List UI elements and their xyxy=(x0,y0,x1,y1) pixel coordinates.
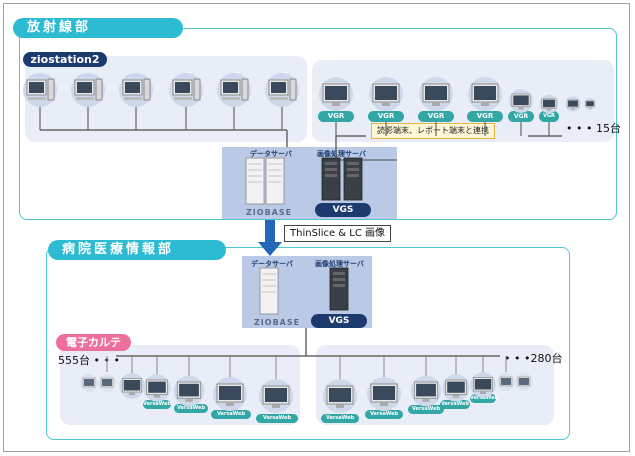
server-icon xyxy=(343,157,363,201)
hospital-vgs-label: VGS xyxy=(311,314,367,328)
arrow-down-icon xyxy=(258,220,282,256)
workstation-icon xyxy=(508,88,534,114)
vgr-pill: VGR xyxy=(539,111,559,122)
transfer-label: ThinSlice & LC 画像 xyxy=(284,225,392,242)
workstation-icon xyxy=(318,76,354,112)
workstation-icon xyxy=(469,371,497,399)
workstation-icon xyxy=(496,372,516,392)
server-icon xyxy=(259,267,279,315)
emr-right-count: • • •280台 xyxy=(504,352,563,365)
workstation-icon xyxy=(366,376,402,412)
vgr-pill: VGR xyxy=(467,111,503,122)
hospital-ziobase-label: ZIOBASE xyxy=(254,318,301,327)
vgr-pill: VGR xyxy=(318,111,354,122)
versaweb-pill: VersaWeb xyxy=(174,404,208,413)
radiology-dept-title: 放射線部 xyxy=(13,18,183,38)
workstation-icon xyxy=(142,373,172,403)
workstation-icon xyxy=(441,373,471,403)
ziostation-label: ziostation2 xyxy=(23,52,107,67)
workstation-icon xyxy=(583,97,597,111)
versaweb-pill: VersaWeb xyxy=(365,410,403,419)
radiology-image-server-label: 画像処理サーバ xyxy=(317,150,366,158)
vgr-pill: VGR xyxy=(508,111,534,122)
hospital-dept-title: 病院医療情報部 xyxy=(48,240,226,260)
radiology-ziobase-label: ZIOBASE xyxy=(246,208,293,217)
ziostation-bus-line xyxy=(39,104,288,147)
hospital-image-server-label: 画像処理サーバ xyxy=(315,260,364,268)
workstation-icon xyxy=(410,375,442,407)
workstation-icon xyxy=(565,96,581,112)
workstation-icon xyxy=(168,72,204,108)
workstation-icon xyxy=(368,76,404,112)
workstation-icon xyxy=(322,378,358,414)
workstation-icon xyxy=(173,375,205,407)
workstation-icon xyxy=(79,373,99,393)
workstation-icon xyxy=(118,72,154,108)
radiology-terminal-count: • • • 15台 xyxy=(566,122,621,135)
ziostation-panel xyxy=(25,56,307,142)
vgr-pill: VGR xyxy=(368,111,404,122)
workstation-icon xyxy=(70,72,106,108)
emr-bus-line xyxy=(106,328,507,386)
hospital-data-server-label: データサーバ xyxy=(251,260,293,268)
workstation-icon xyxy=(118,372,146,400)
versaweb-pill: VersaWeb xyxy=(470,394,499,403)
radiology-dept-box xyxy=(19,28,617,220)
diagram-frame xyxy=(3,3,630,452)
versaweb-pill: VersaWeb xyxy=(211,410,251,419)
workstation-icon xyxy=(22,72,58,108)
workstation-icon xyxy=(539,94,559,114)
radiology-data-server-label: データサーバ xyxy=(250,150,292,158)
integration-note: 読影端末、レポート端末と連携 xyxy=(371,123,495,139)
server-icon xyxy=(245,157,265,205)
versaweb-pill: VersaWeb xyxy=(408,405,444,414)
workstation-icon xyxy=(467,76,503,112)
server-icon xyxy=(321,157,341,201)
workstation-icon xyxy=(418,76,454,112)
server-icon xyxy=(329,267,349,311)
server-icon xyxy=(265,157,285,205)
versaweb-pill: VersaWeb xyxy=(143,400,172,409)
hospital-dept-box xyxy=(46,247,570,440)
workstation-icon xyxy=(97,373,117,393)
versaweb-pill: VersaWeb xyxy=(256,414,298,423)
vgr-pill: VGR xyxy=(418,111,454,122)
workstation-icon xyxy=(216,72,252,108)
radiology-vgs-label: VGS xyxy=(315,203,371,217)
workstation-icon xyxy=(258,378,294,414)
workstation-icon xyxy=(264,72,300,108)
workstation-icon xyxy=(212,376,248,412)
versaweb-pill: VersaWeb xyxy=(321,414,359,423)
vgr-bus-line xyxy=(335,122,562,161)
emr-left-count: 555台 • • • xyxy=(58,354,120,367)
versaweb-pill: VersaWeb xyxy=(440,400,470,409)
workstation-icon xyxy=(514,372,534,392)
emr-label: 電子カルテ xyxy=(56,334,131,351)
